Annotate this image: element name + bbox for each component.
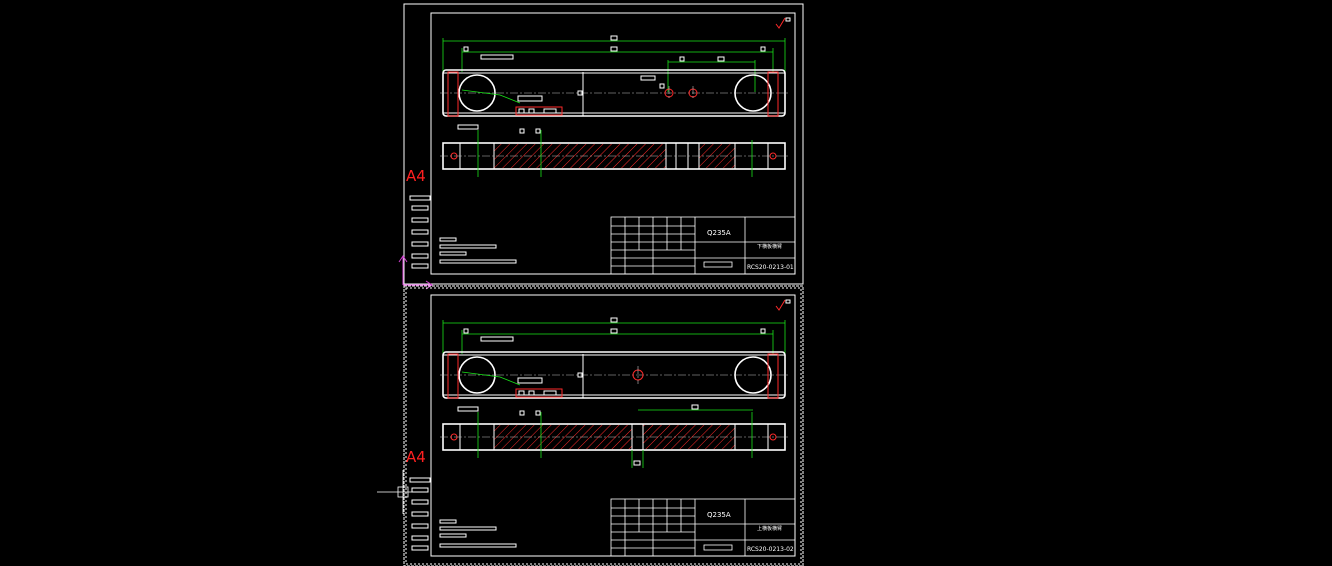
drawing-sheet-1[interactable]: A4 bbox=[403, 3, 804, 285]
title-block: Q235A 上横板横臂 RCS20-0213-02 bbox=[610, 498, 796, 557]
material-label: Q235A bbox=[707, 511, 731, 519]
drawing-sheet-2[interactable]: A4 bbox=[403, 285, 804, 566]
sheet-outer-border bbox=[403, 285, 804, 566]
roughness-symbol bbox=[775, 17, 786, 29]
paper-size-label: A4 bbox=[406, 167, 426, 185]
roughness-value bbox=[785, 17, 791, 22]
sheet-outer-border bbox=[403, 3, 804, 285]
arm-section-view bbox=[440, 130, 790, 177]
top-view-dimensions bbox=[442, 317, 786, 354]
paper-size-label: A4 bbox=[406, 448, 426, 466]
left-side-strip: A4 bbox=[406, 448, 431, 551]
crosshair-cursor-icon bbox=[377, 470, 428, 514]
top-view-dimensions bbox=[442, 35, 786, 92]
title-block: Q235A 下横板横臂 RCS20-0213-01 bbox=[610, 216, 796, 275]
left-side-strip: A4 bbox=[406, 167, 431, 269]
roughness-value bbox=[785, 299, 791, 304]
material-label: Q235A bbox=[707, 229, 731, 237]
drawing-number: RCS20-0213-02 bbox=[747, 546, 794, 553]
roughness-symbol bbox=[775, 299, 786, 311]
part-name: 下横板横臂 bbox=[757, 243, 782, 250]
ucs-icon bbox=[398, 255, 433, 290]
arm-section-view bbox=[440, 412, 790, 468]
drawing-number: RCS20-0213-01 bbox=[747, 264, 794, 271]
arm-top-view bbox=[440, 351, 790, 416]
arm-top-view bbox=[440, 69, 790, 134]
selection-frame bbox=[405, 287, 802, 565]
technical-notes bbox=[439, 237, 517, 264]
technical-notes bbox=[439, 519, 517, 548]
part-name: 上横板横臂 bbox=[757, 525, 782, 532]
